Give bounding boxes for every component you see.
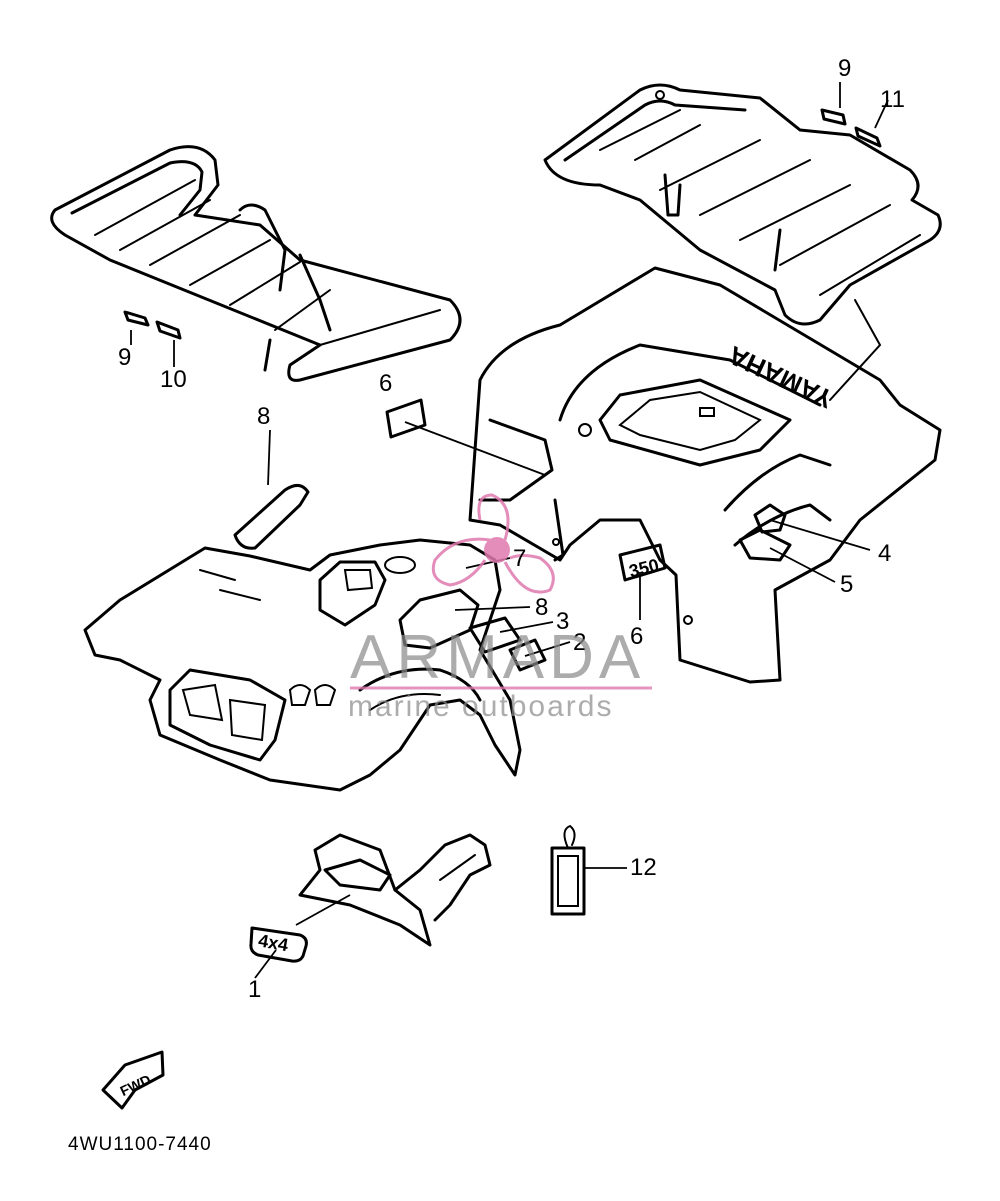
badge-4x4: 4x4: [249, 926, 308, 963]
callout-5: 5: [840, 571, 854, 598]
callout-4: 4: [878, 540, 892, 567]
callout-3: 3: [556, 608, 570, 635]
callout-7: 7: [513, 545, 527, 572]
callout-10: 10: [160, 366, 187, 393]
decal-9-rear: [820, 108, 847, 126]
badge-350: 350: [618, 543, 667, 582]
decal-5: [738, 528, 792, 562]
callout-8-seat: 8: [257, 403, 271, 430]
part-code: 4WU1100-7440: [68, 1134, 212, 1155]
fwd-arrow-label: FWD: [117, 1071, 153, 1099]
callout-12: 12: [630, 854, 657, 881]
decal-9-front: [123, 310, 150, 327]
leader-lines: [130, 82, 889, 979]
watermark-propeller-icon: [431, 493, 555, 594]
fender-brand-lettering: YAMAHA: [723, 340, 837, 414]
callout-9-rear: 9: [838, 55, 852, 82]
decal-10: [155, 320, 182, 340]
lower-front-panel: [298, 833, 492, 947]
watermark-title: ARMADA: [350, 623, 646, 692]
fwd-arrow-icon: FWD: [101, 1050, 165, 1110]
decal-11: [854, 126, 882, 148]
decal-6-upper: [385, 398, 427, 439]
decal-2: [508, 638, 547, 672]
callout-1: 1: [248, 976, 262, 1003]
callout-6-upper: 6: [379, 370, 393, 397]
seat-pad-8: [233, 484, 310, 550]
decal-3: [468, 616, 522, 654]
callout-8-front: 8: [535, 594, 549, 621]
callout-9-front: 9: [118, 344, 132, 371]
rear-carrier-rack: [543, 83, 942, 326]
watermark-subtitle: marine outboards: [348, 690, 614, 723]
decal-4: [753, 503, 787, 534]
hang-tag-12: [550, 824, 586, 916]
badge-350-text: 350: [627, 555, 661, 582]
callout-2: 2: [573, 629, 587, 656]
callout-11: 11: [880, 86, 905, 113]
front-carrier-rack: [50, 145, 462, 382]
badge-4x4-text: 4x4: [257, 930, 290, 955]
callout-6-lower: 6: [630, 623, 644, 650]
